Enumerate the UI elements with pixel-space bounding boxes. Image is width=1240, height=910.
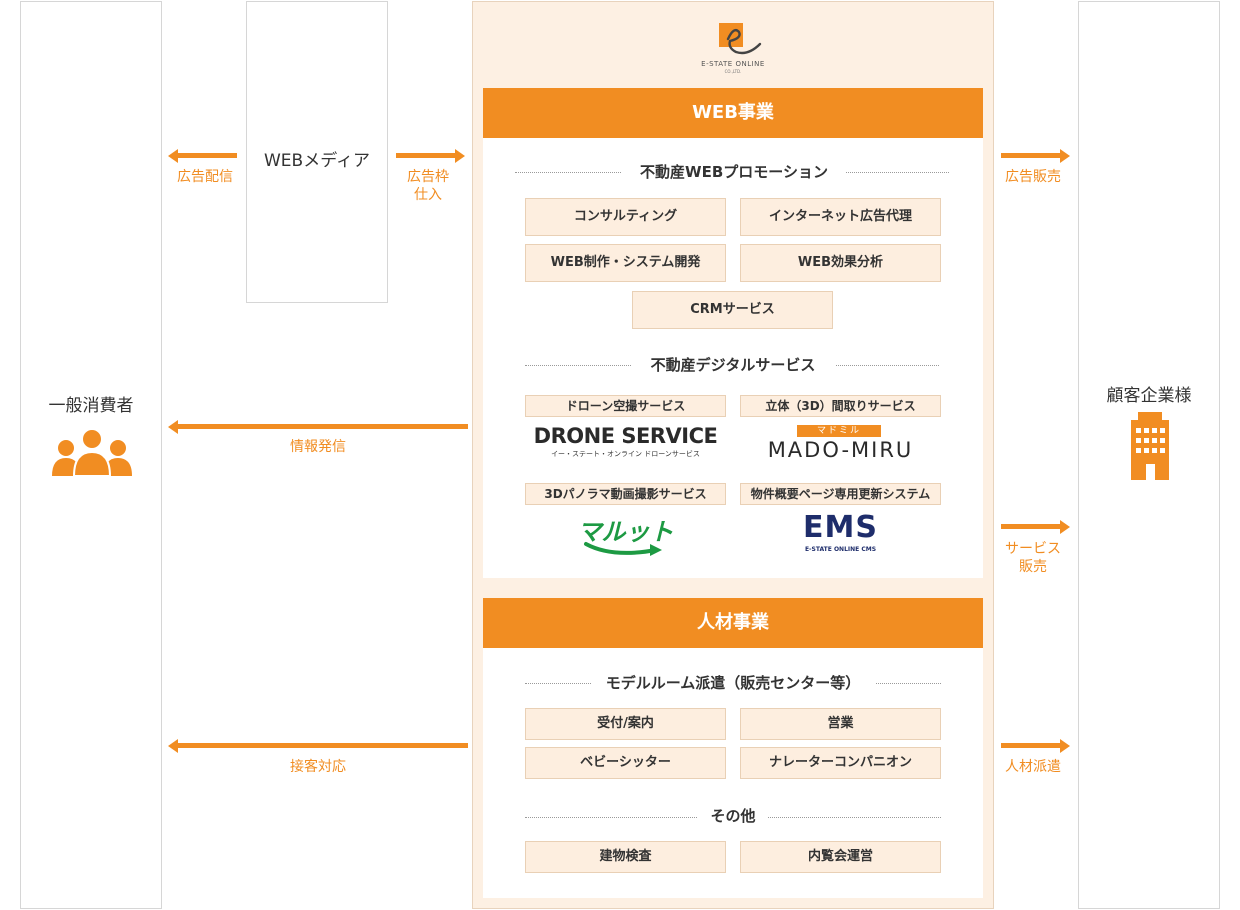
promotion-item: インターネット広告代理 (740, 198, 941, 236)
promotion-item: コンサルティング (525, 198, 726, 236)
ad-sales-arrow (1001, 148, 1070, 163)
promotion-item: CRMサービス (632, 291, 833, 329)
digital-service-label: 物件概要ページ専用更新システム (740, 483, 941, 505)
consumer-label: 一般消費者 (48, 396, 134, 416)
model-room-item: 受付/案内 (525, 708, 726, 740)
info-label: 情報発信 (290, 439, 346, 455)
drone-service-logo: DRONE SERVICE (533, 424, 718, 448)
customer-service-arrow (168, 738, 468, 753)
service-sales-label: サービス 販売 (993, 540, 1073, 576)
model-room-item: 営業 (740, 708, 941, 740)
service-sales-label-line2: 販売 (1019, 559, 1047, 575)
staffing-arrow (1001, 738, 1070, 753)
other-heading: その他 (698, 806, 768, 826)
digital-heading: 不動産デジタルサービス (631, 355, 835, 375)
model-room-item: ナレーターコンパニオン (740, 747, 941, 779)
ems-logo-sub: E-STATE ONLINE CMS (804, 546, 877, 553)
building-icon (1131, 412, 1169, 480)
digital-service-label: 3Dパノラマ動画撮影サービス (525, 483, 726, 505)
model-room-item: ベビーシッター (525, 747, 726, 779)
drone-service-logo-sub: イー・ステート・オンライン ドローンサービス (551, 450, 700, 458)
service-sales-label-line1: サービス (1005, 541, 1061, 557)
company-logo-icon (719, 23, 762, 55)
ems-logo: EMS (803, 510, 878, 545)
marutto-swoosh-icon (584, 542, 662, 556)
mado-miru-logo-tag: マドミル (797, 425, 881, 437)
client-column: 顧客企業様 (1078, 1, 1220, 909)
ad-purchase-label: 広告枠 仕入 (388, 168, 468, 204)
digital-service-label: 立体（3D）間取りサービス (740, 395, 941, 417)
other-item: 内覧会運営 (740, 841, 941, 873)
ad-purchase-label-line1: 広告枠 (407, 169, 449, 185)
promotion-heading: 不動産WEBプロモーション (622, 162, 846, 182)
service-sales-arrow (1001, 519, 1070, 534)
other-item: 建物検査 (525, 841, 726, 873)
ad-delivery-arrow (168, 148, 237, 163)
consumer-column: 一般消費者 (20, 1, 162, 909)
people-icon (52, 428, 132, 477)
company-logo-subtext: CO.,LTD. (724, 69, 742, 74)
customer-service-label: 接客対応 (290, 759, 346, 775)
mado-miru-logo: MADO-MIRU (767, 438, 914, 462)
ad-sales-label: 広告販売 (1005, 169, 1061, 185)
ad-delivery-label: 広告配信 (177, 169, 233, 185)
ad-purchase-label-line2: 仕入 (414, 187, 442, 203)
ad-purchase-arrow (396, 148, 465, 163)
web-business-header: WEB事業 (483, 88, 983, 138)
web-media-column: WEBメディア (246, 1, 388, 303)
model-room-heading: モデルルーム派遣（販売センター等） (591, 673, 875, 693)
client-label: 顧客企業様 (1106, 386, 1192, 406)
promotion-item: WEB制作・システム開発 (525, 244, 726, 282)
company-logo-text: E-STATE ONLINE (701, 60, 765, 68)
marutto-logo: マルット (577, 518, 674, 546)
info-arrow (168, 419, 468, 434)
digital-service-label: ドローン空撮サービス (525, 395, 726, 417)
hr-business-header: 人材事業 (483, 598, 983, 648)
staffing-label: 人材派遣 (1005, 759, 1061, 775)
web-media-label: WEBメディア (263, 151, 371, 171)
promotion-item: WEB効果分析 (740, 244, 941, 282)
